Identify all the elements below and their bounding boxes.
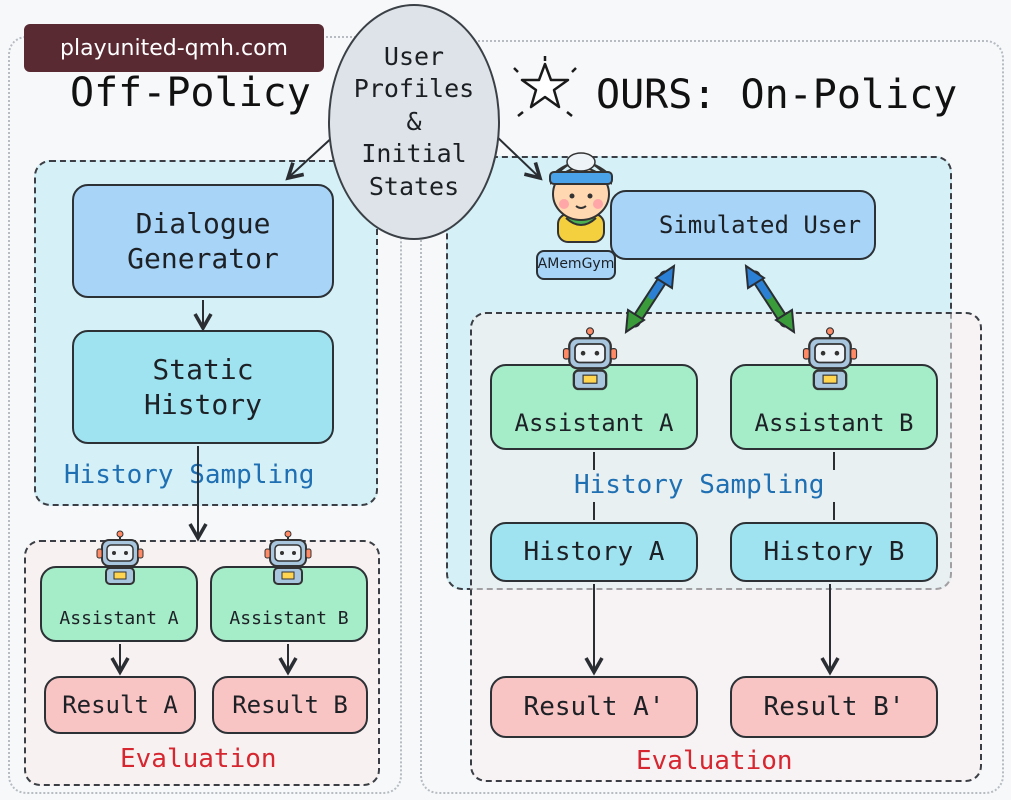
right-assistant-b-box: Assistant B [730, 364, 938, 450]
left-history-sampling-label: History Sampling [64, 460, 315, 490]
right-result-a-box: Result A' [490, 676, 698, 738]
robot-icon [562, 327, 618, 391]
history-b-box: History B [730, 522, 938, 582]
amemgym-badge: AMemGym [536, 250, 616, 280]
left-evaluation-label: Evaluation [120, 744, 277, 774]
user-profiles-oval: User Profiles & Initial States [328, 4, 500, 240]
robot-icon [802, 327, 858, 391]
watermark: playunited-qmh.com [24, 24, 324, 72]
left-result-a-box: Result A [44, 676, 196, 734]
history-a-box: History A [490, 522, 698, 582]
on-policy-title: OURS: On-Policy [596, 72, 958, 118]
on-policy-panel [420, 40, 1004, 794]
simulated-user-box: Simulated User [610, 190, 876, 260]
robot-icon [96, 530, 144, 585]
off-policy-title: Off-Policy [70, 70, 311, 116]
star-icon [512, 54, 578, 120]
right-result-b-box: Result B' [730, 676, 938, 738]
right-assistant-a-box: Assistant A [490, 364, 698, 450]
user-avatar-icon [549, 152, 613, 243]
right-evaluation-label: Evaluation [636, 746, 793, 776]
double-arrow-icon [624, 264, 676, 334]
robot-icon [264, 530, 312, 585]
double-arrow-icon [744, 264, 796, 334]
left-result-b-box: Result B [212, 676, 368, 734]
right-history-sampling-label: History Sampling [574, 470, 825, 500]
